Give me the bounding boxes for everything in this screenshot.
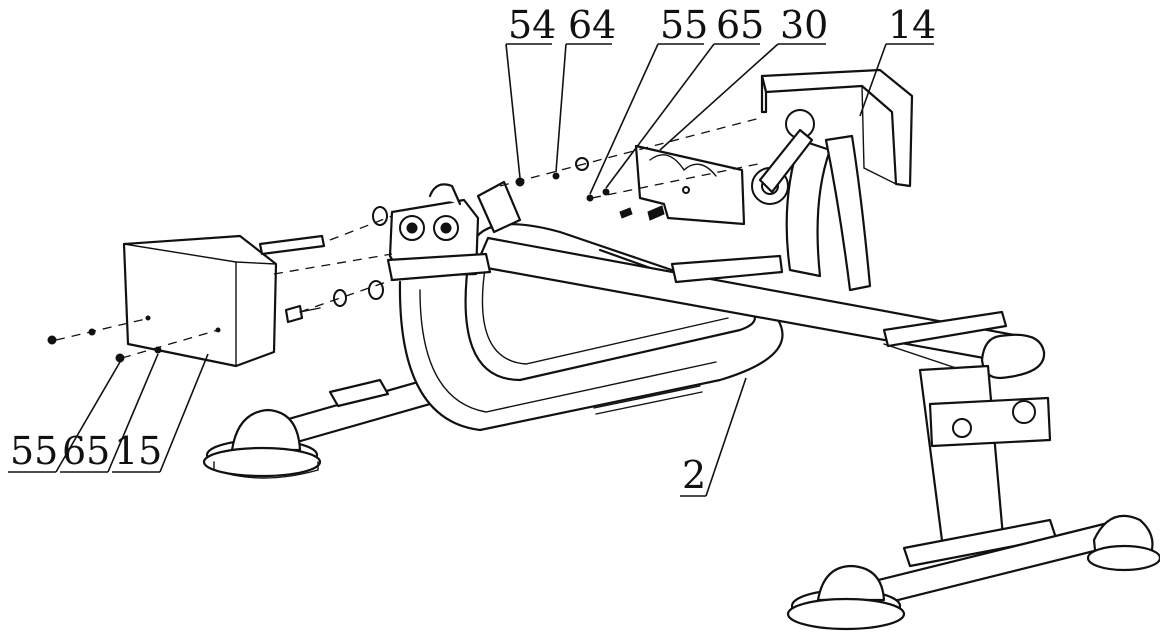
svg-text:2: 2 (682, 453, 706, 497)
crossbar-tube (474, 236, 1046, 380)
callout-65-left: 65 (60, 353, 159, 473)
callout-65-top: 65 (605, 3, 764, 189)
left-cover-15 (122, 234, 278, 368)
callout-2: 2 (680, 377, 747, 497)
callout-54: 54 (505, 3, 556, 179)
svg-text:65: 65 (62, 429, 110, 473)
callout-30: 30 (659, 3, 828, 151)
svg-text:15: 15 (114, 429, 162, 473)
front-base-tube (786, 514, 1160, 631)
svg-text:14: 14 (888, 3, 936, 47)
svg-text:55: 55 (660, 3, 708, 47)
callout-55-top: 55 (589, 3, 708, 195)
left-fasteners (47, 206, 393, 363)
callout-15: 15 (112, 353, 209, 473)
bracket-plate-30 (634, 144, 746, 226)
svg-text:65: 65 (716, 3, 764, 47)
svg-text:64: 64 (568, 3, 616, 47)
svg-text:54: 54 (508, 3, 556, 47)
left-bearing-block (386, 180, 522, 282)
pedal-crank-assembly (751, 109, 872, 292)
right-fasteners (499, 117, 761, 221)
front-leg (902, 364, 1058, 568)
callout-64: 64 (555, 3, 616, 173)
callout-14: 14 (859, 3, 936, 117)
callout-55-left: 55 (8, 361, 121, 473)
svg-text:55: 55 (10, 429, 58, 473)
right-cover-14 (760, 68, 914, 188)
svg-text:30: 30 (780, 3, 828, 47)
